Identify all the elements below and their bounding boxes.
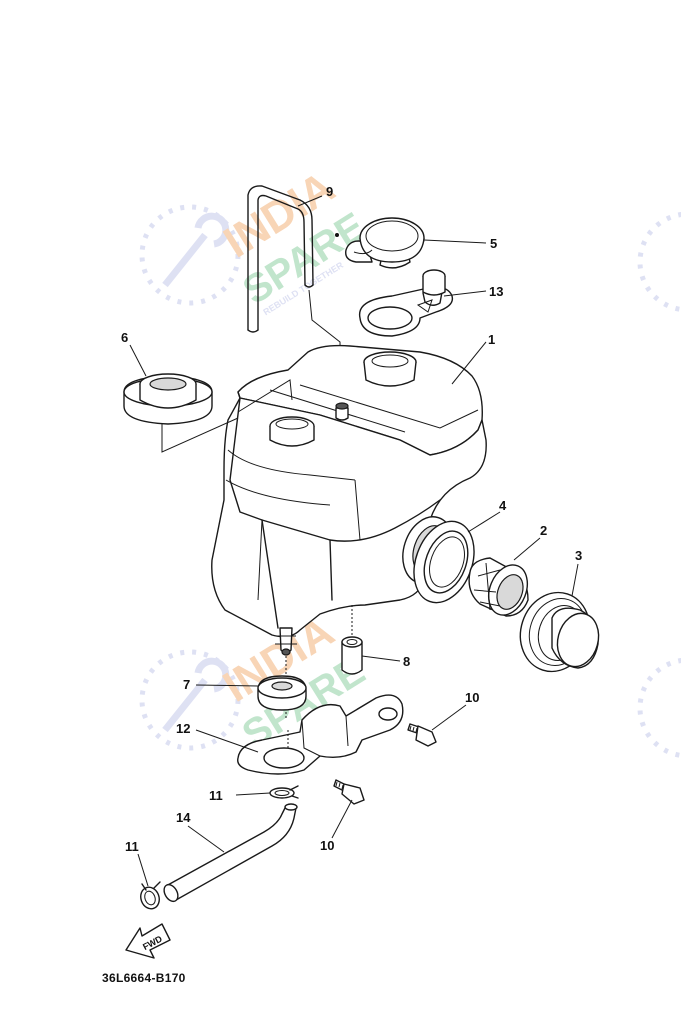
part-level-gauge	[519, 591, 600, 673]
part-gasket	[413, 520, 475, 604]
watermark-logo-icon	[139, 204, 241, 306]
callout-3: 3	[575, 548, 582, 563]
callout-13: 13	[489, 284, 503, 299]
callout-12: 12	[176, 721, 190, 736]
callout-1: 1	[488, 332, 495, 347]
callout-6: 6	[121, 330, 128, 345]
leader-lines	[129, 195, 579, 887]
callout-2: 2	[540, 523, 547, 538]
callout-9: 9	[326, 184, 333, 199]
callout-11-upper: 11	[209, 788, 223, 803]
part-clip-upper	[269, 785, 299, 799]
callout-8: 8	[403, 654, 410, 669]
part-grommet-lower	[257, 675, 307, 711]
watermark-logo-icon-lower-right	[637, 658, 681, 758]
diagram-code: 36L6664-B170	[102, 971, 186, 985]
part-bolt-upper	[407, 723, 437, 747]
callout-7: 7	[183, 677, 190, 692]
part-cap-strap	[358, 269, 454, 337]
watermark-logo-icon-right	[637, 212, 681, 312]
part-grommet-top	[123, 373, 239, 453]
part-collar	[341, 636, 363, 675]
part-bracket	[237, 694, 404, 775]
part-oil-hose	[163, 803, 298, 903]
callout-4: 4	[499, 498, 507, 513]
callout-5: 5	[490, 236, 497, 251]
fwd-arrow-icon: FWD	[125, 923, 171, 959]
part-bolt-lower	[333, 779, 365, 805]
part-tank-cap	[345, 217, 425, 269]
watermark-bottom: INDIA SPARE REBUILD TOGETHER	[139, 607, 681, 761]
callout-10-lower: 10	[320, 838, 334, 853]
callout-11-lower: 11	[125, 839, 139, 854]
part-strainer	[468, 557, 529, 617]
part-clip-lower	[140, 881, 161, 910]
callout-14: 14	[176, 810, 191, 825]
part-breather-hose	[247, 185, 342, 403]
callout-labels: 9 5 13 1 6 4 2 3 8 7 10 12 11 10 14 11	[121, 184, 582, 854]
callout-10-upper: 10	[465, 690, 479, 705]
